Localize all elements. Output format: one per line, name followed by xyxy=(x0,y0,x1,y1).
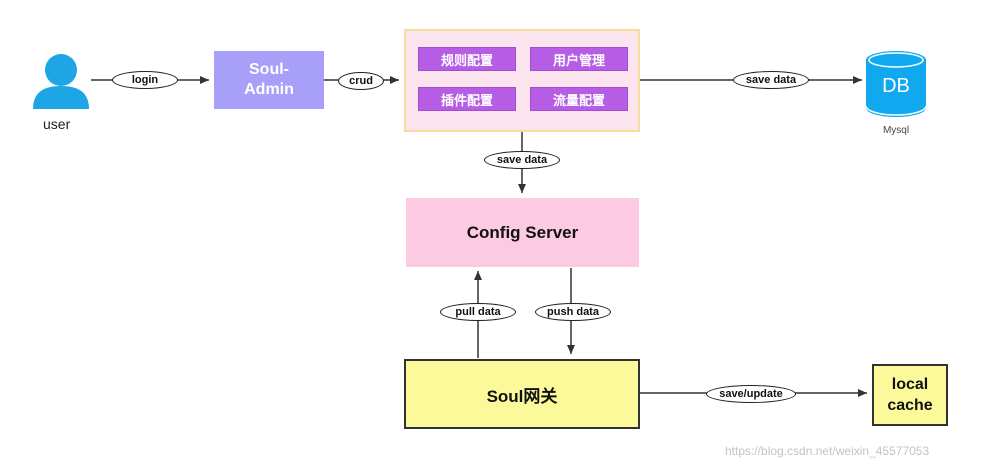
db-icon-text: DB xyxy=(882,75,910,97)
edge-label-save-update: save/update xyxy=(706,385,796,403)
admin-console-panel: 规则配置 用户管理 插件配置 流量配置 xyxy=(404,29,640,132)
config-server-node: Config Server xyxy=(406,198,639,267)
traffic-config-button[interactable]: 流量配置 xyxy=(530,87,628,111)
rule-config-button[interactable]: 规则配置 xyxy=(418,47,516,71)
mysql-label: Mysql xyxy=(882,125,910,136)
user-icon xyxy=(33,54,89,109)
edge-label-save-data-db: save data xyxy=(733,71,809,89)
edge-label-save-data-config: save data xyxy=(484,151,560,169)
plugin-config-button[interactable]: 插件配置 xyxy=(418,87,516,111)
watermark-url: https://blog.csdn.net/weixin_45577053 xyxy=(725,444,930,458)
user-label: user xyxy=(43,116,71,132)
local-cache-node: local cache xyxy=(872,364,948,426)
soul-gateway-node: Soul网关 xyxy=(404,359,640,429)
soul-admin-node: Soul- Admin xyxy=(214,51,324,109)
edge-label-push-data: push data xyxy=(535,303,611,321)
database-icon xyxy=(865,51,927,117)
user-management-button[interactable]: 用户管理 xyxy=(530,47,628,71)
edge-label-pull-data: pull data xyxy=(440,303,516,321)
edge-label-crud: crud xyxy=(338,72,384,90)
edge-label-login: login xyxy=(112,71,178,89)
